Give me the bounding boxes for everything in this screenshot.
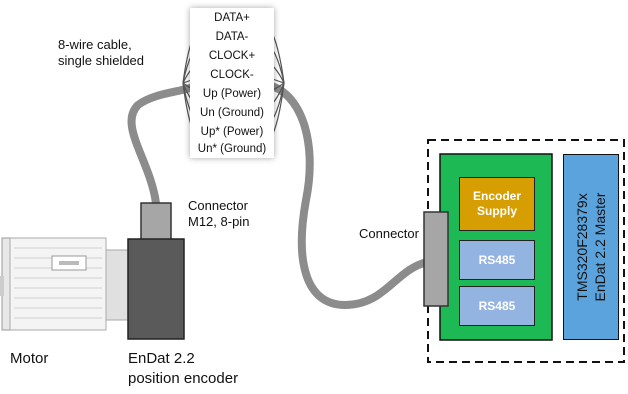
pin-label: DATA-	[215, 31, 249, 43]
rs485-block-top: RS485	[459, 240, 535, 280]
encoder-connector	[140, 202, 172, 242]
rs485-block-bottom: RS485	[459, 286, 535, 326]
pin-label: CLOCK-	[210, 69, 254, 81]
pin-label: DATA+	[214, 12, 250, 24]
encoder-label-line2: position encoder	[128, 370, 239, 387]
pin-label: Up (Power)	[202, 88, 262, 100]
motor-label: Motor	[10, 350, 49, 367]
master-text: TMS320F28379x EnDat 2.2 Master	[573, 193, 609, 302]
pin-label: CLOCK+	[208, 50, 256, 62]
rs485-top-label: RS485	[478, 252, 516, 267]
pin-assignment-box: DATA+ DATA- CLOCK+ CLOCK- Up (Power) Un …	[190, 8, 274, 158]
board-connector-label: Connector	[359, 226, 419, 241]
board-outline	[427, 139, 625, 363]
encoder-connector-label-line2: M12, 8-pin	[188, 214, 250, 229]
cable-label-line1: 8-wire cable,	[58, 37, 132, 52]
master-controller-block: TMS320F28379x EnDat 2.2 Master	[563, 154, 619, 340]
encoder-body	[127, 238, 185, 340]
board-connector	[423, 211, 449, 307]
motor-graphic	[0, 237, 129, 331]
master-line1: TMS320F28379x	[574, 193, 590, 301]
master-line2: EnDat 2.2 Master	[592, 192, 608, 302]
encoder-supply-line1: Encoder	[472, 189, 521, 203]
pin-label: Un (Ground)	[200, 107, 264, 119]
rs485-bottom-label: RS485	[478, 298, 516, 313]
cable-left	[127, 81, 202, 207]
cable-right	[264, 81, 431, 310]
encoder-supply-block: Encoder Supply	[459, 177, 535, 231]
pin-label: Un* (Ground)	[197, 143, 267, 155]
encoder-label-line1: EnDat 2.2	[128, 350, 195, 367]
pin-label: Up* (Power)	[200, 126, 264, 138]
encoder-supply-line2: Supply	[476, 204, 517, 218]
cable-label-line2: single shielded	[58, 53, 145, 68]
encoder-connector-label-line1: Connector	[188, 198, 248, 213]
